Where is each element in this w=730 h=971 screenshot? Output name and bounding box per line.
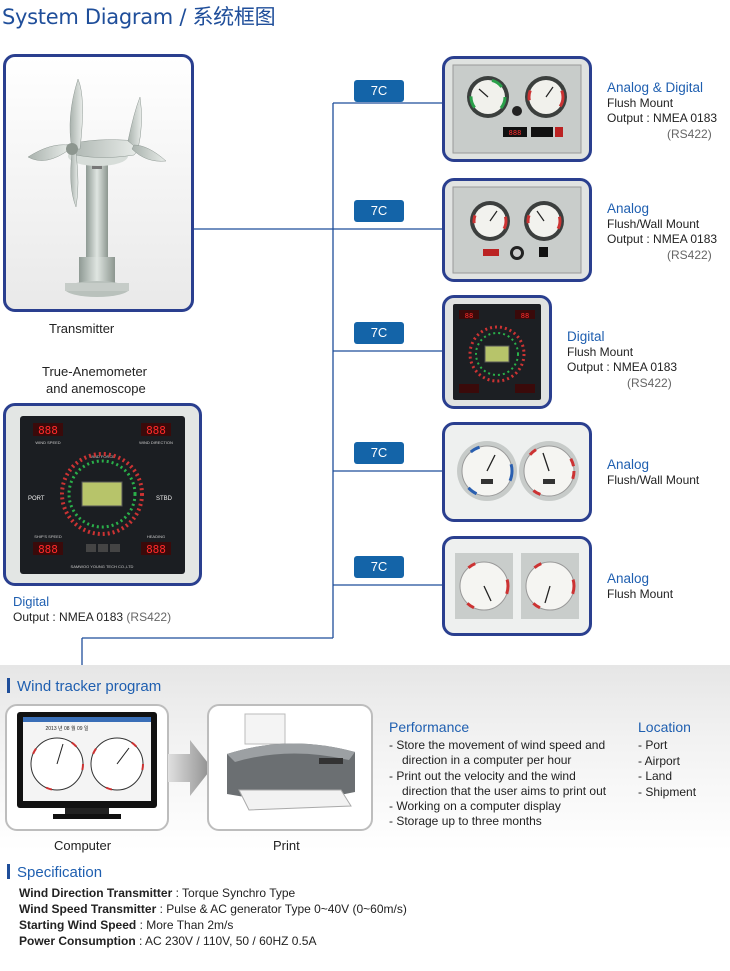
cable-tag-3: 7C [354, 322, 404, 344]
display-5-mount: Flush Mount [607, 586, 674, 601]
specification-heading-text: Specification [17, 864, 103, 881]
spec-row: Starting Wind Speed : More Than 2m/s [19, 917, 407, 933]
transmitter-caption: Transmitter [49, 321, 115, 336]
display-2-desc: Analog Flush/Wall Mount Output : NMEA 01… [607, 201, 717, 263]
performance-item: - Working on a computer display [389, 799, 561, 814]
svg-text:888: 888 [38, 543, 58, 556]
computer-screen-text: 2013 년 08 월 09 일 [46, 725, 89, 732]
spec-label: Wind Direction Transmitter [19, 886, 173, 900]
print-caption: Print [273, 838, 300, 853]
display-analog-square-image [442, 536, 592, 636]
display-1-mount: Flush Mount [607, 95, 674, 110]
svg-text:WIND FORCE: WIND FORCE [89, 454, 115, 459]
display-analog-digital-image: 888 [442, 56, 592, 162]
main-unit-output-note: (RS422) [126, 610, 172, 624]
page-title: System Diagram / 系统框图 [2, 5, 276, 29]
main-unit-type: Digital [13, 594, 50, 609]
spec-label: Starting Wind Speed [19, 918, 137, 932]
spec-row: Wind Direction Transmitter : Torque Sync… [19, 885, 407, 901]
performance-title: Performance [389, 719, 470, 735]
svg-text:WIND DIRECTION: WIND DIRECTION [139, 440, 173, 445]
spec-label: Wind Speed Transmitter [19, 902, 157, 916]
main-unit-output: Output : NMEA 0183 (RS422) [13, 610, 171, 624]
svg-text:STBD: STBD [156, 496, 173, 502]
display-analog-wall-image [442, 178, 592, 282]
tracker-heading-bar [7, 678, 10, 693]
svg-text:888: 888 [146, 543, 166, 556]
location-list: - Port - Airport - Land - Shipment [638, 738, 696, 800]
cable-tag-1: 7C [354, 80, 404, 102]
printer-image [207, 704, 373, 831]
transmitter-image [3, 54, 194, 312]
arrow-right-icon [168, 740, 212, 796]
performance-list: - Store the movement of wind speed and d… [389, 738, 606, 830]
performance-item: - Print out the velocity and the wind [389, 768, 576, 783]
location-item: - Shipment [638, 784, 697, 799]
location-item: - Land [638, 769, 673, 783]
spec-value: : AC 230V / 110V, 50 / 60HZ 0.5A [135, 934, 317, 948]
svg-text:88: 88 [465, 312, 473, 320]
computer-caption: Computer [54, 838, 112, 853]
svg-text:WIND SPEED: WIND SPEED [35, 440, 60, 445]
svg-text:888: 888 [38, 424, 58, 437]
display-5-title: Analog [607, 571, 650, 586]
svg-text:SHIP'S SPEED: SHIP'S SPEED [34, 534, 62, 539]
display-3-desc: Digital Flush Mount Output : NMEA 0183 (… [567, 329, 677, 391]
spec-label: Power Consumption [19, 934, 136, 948]
display-2-title: Analog [607, 201, 650, 216]
display-1-note: (RS422) [667, 126, 712, 141]
display-digital-image: 88 88 [442, 295, 552, 409]
display-1-desc: Analog & Digital Flush Mount Output : NM… [607, 80, 717, 142]
display-4-mount: Flush/Wall Mount [607, 472, 700, 487]
display-2-note: (RS422) [667, 247, 712, 262]
specification-list: Wind Direction Transmitter : Torque Sync… [19, 885, 407, 949]
svg-text:888: 888 [509, 129, 522, 137]
main-unit-caption-line2: and anemoscope [46, 381, 146, 396]
main-unit-caption-line1: True-Anemometer [42, 364, 147, 379]
display-2-output: Output : NMEA 0183 [607, 232, 718, 246]
performance-item-cont: direction in a computer per hour [402, 753, 572, 768]
display-3-mount: Flush Mount [567, 344, 634, 359]
performance-item: - Store the movement of wind speed and [389, 738, 606, 752]
display-3-note: (RS422) [627, 375, 672, 390]
cable-tag-5: 7C [354, 556, 404, 578]
display-1-title: Analog & Digital [607, 80, 704, 95]
computer-image: 2013 년 08 월 09 일 [5, 704, 169, 831]
cable-tag-4: 7C [354, 442, 404, 464]
spec-row: Wind Speed Transmitter : Pulse & AC gene… [19, 901, 407, 917]
location-title: Location [638, 719, 691, 735]
svg-text:PORT: PORT [28, 496, 45, 502]
performance-item-cont: direction that the user aims to print ou… [402, 783, 607, 798]
display-4-title: Analog [607, 457, 650, 472]
svg-text:888: 888 [146, 424, 166, 437]
performance-item: - Storage up to three months [389, 814, 542, 829]
display-2-mount: Flush/Wall Mount [607, 216, 700, 231]
display-3-output: Output : NMEA 0183 [567, 360, 678, 374]
cable-tag-2: 7C [354, 200, 404, 222]
specification-heading: Specification [7, 864, 102, 881]
svg-text:88: 88 [521, 312, 529, 320]
spec-value: : Torque Synchro Type [172, 886, 296, 900]
display-4-desc: Analog Flush/Wall Mount [607, 457, 699, 488]
main-unit-image: 888 888 WIND SPEED WIND DIRECTION WIND F… [3, 403, 202, 586]
svg-text:HEADING: HEADING [147, 534, 165, 539]
display-5-desc: Analog Flush Mount [607, 571, 673, 602]
location-item: - Airport [638, 753, 681, 768]
svg-text:SAMWOO YOUNG TECH CO.,LTD: SAMWOO YOUNG TECH CO.,LTD [71, 564, 134, 569]
spec-value: : More Than 2m/s [136, 918, 234, 932]
display-1-output: Output : NMEA 0183 [607, 111, 718, 125]
main-unit-output-text: Output : NMEA 0183 [13, 610, 124, 624]
specification-heading-bar [7, 864, 10, 879]
display-analog-round-image [442, 422, 592, 522]
tracker-heading-text: Wind tracker program [17, 678, 162, 695]
display-3-title: Digital [567, 329, 605, 344]
spec-row: Power Consumption : AC 230V / 110V, 50 /… [19, 933, 407, 949]
tracker-heading: Wind tracker program [7, 678, 161, 695]
location-item: - Port [638, 738, 668, 752]
spec-value: : Pulse & AC generator Type 0~40V (0~60m… [156, 902, 407, 916]
